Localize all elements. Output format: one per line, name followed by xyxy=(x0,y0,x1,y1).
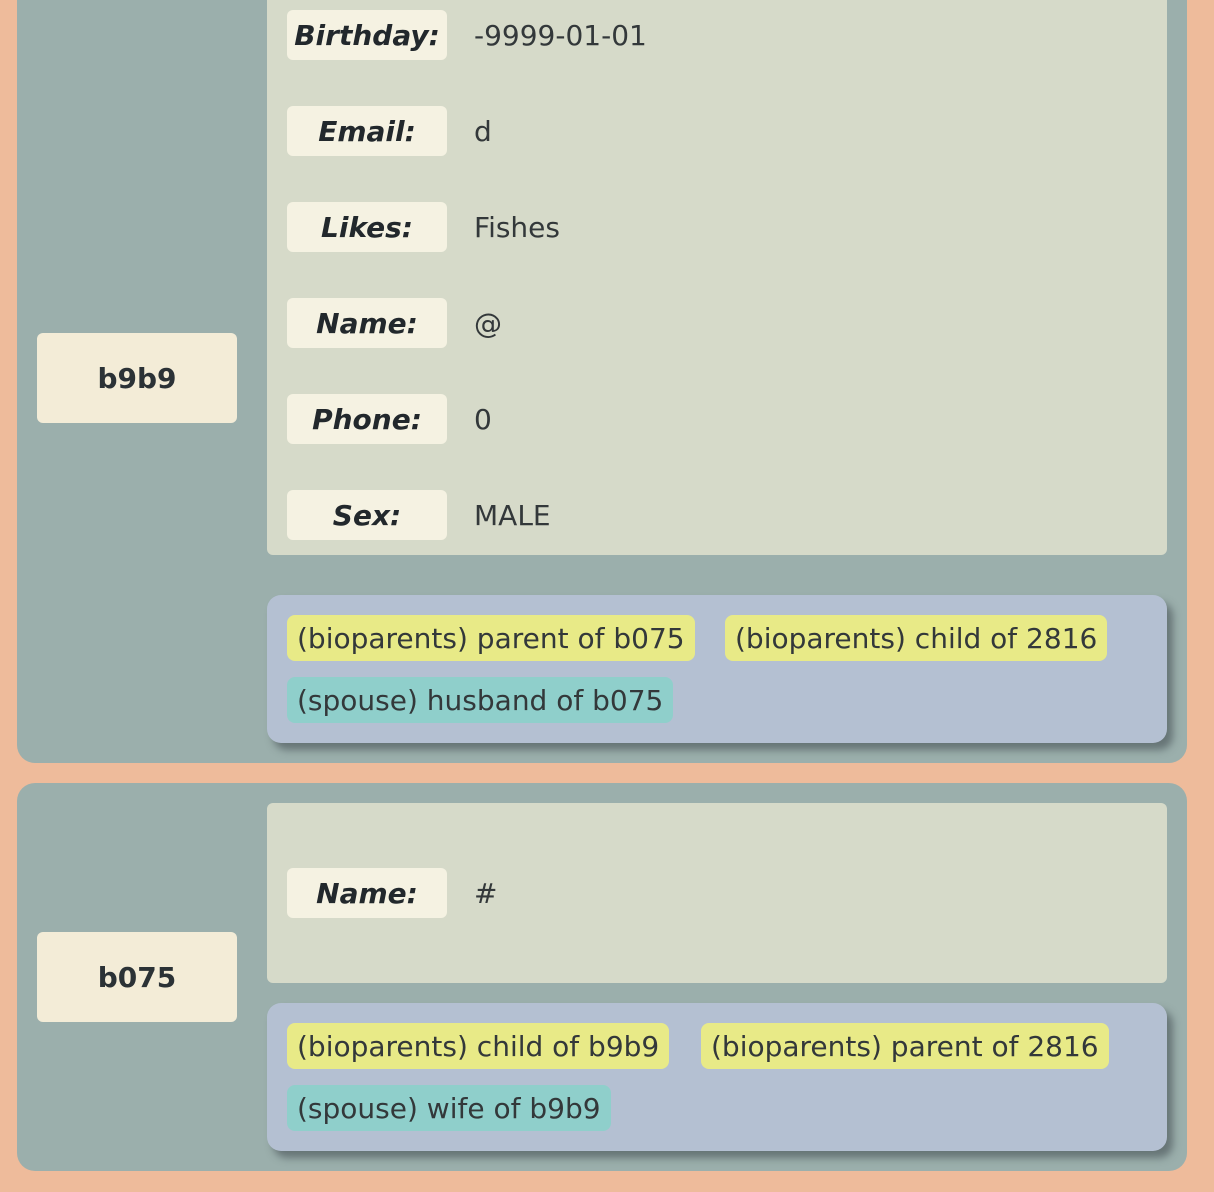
field-value: @ xyxy=(474,306,502,340)
person-fields-panel: Birthday: -9999-01-01 Email: d Likes: Fi… xyxy=(267,0,1167,555)
relation-tag[interactable]: (bioparents) parent of b075 xyxy=(287,615,695,661)
relation-tag[interactable]: (spouse) wife of b9b9 xyxy=(287,1085,611,1131)
relation-tag[interactable]: (bioparents) parent of 2816 xyxy=(701,1023,1109,1069)
relation-tag[interactable]: (bioparents) child of b9b9 xyxy=(287,1023,670,1069)
person-card-b9b9: b9b9 Birthday: -9999-01-01 Email: d Like… xyxy=(17,0,1187,763)
field-value: d xyxy=(474,114,492,148)
relations-panel: (bioparents) child of b9b9 (bioparents) … xyxy=(267,1003,1167,1151)
field-row-sex: Sex: MALE xyxy=(287,490,551,540)
field-label: Birthday: xyxy=(287,10,447,60)
field-label: Name: xyxy=(287,298,447,348)
field-value: Fishes xyxy=(474,210,560,244)
field-label: Likes: xyxy=(287,202,447,252)
field-row-email: Email: d xyxy=(287,106,492,156)
field-label: Sex: xyxy=(287,490,447,540)
field-label: Name: xyxy=(287,868,447,918)
field-row-name: Name: # xyxy=(287,868,497,918)
relations-panel: (bioparents) parent of b075 (bioparents)… xyxy=(267,595,1167,743)
field-row-phone: Phone: 0 xyxy=(287,394,492,444)
field-label: Email: xyxy=(287,106,447,156)
field-value: MALE xyxy=(474,498,551,532)
relation-tag[interactable]: (spouse) husband of b075 xyxy=(287,677,674,723)
person-id-badge[interactable]: b9b9 xyxy=(37,333,237,423)
field-value: -9999-01-01 xyxy=(474,18,647,52)
person-card-b075: b075 Name: # (bioparents) child of b9b9 … xyxy=(17,783,1187,1171)
person-id-badge[interactable]: b075 xyxy=(37,932,237,1022)
field-row-likes: Likes: Fishes xyxy=(287,202,560,252)
field-row-name: Name: @ xyxy=(287,298,502,348)
relation-tag[interactable]: (bioparents) child of 2816 xyxy=(725,615,1108,661)
field-label: Phone: xyxy=(287,394,447,444)
field-value: # xyxy=(474,876,498,910)
field-value: 0 xyxy=(474,402,492,436)
field-row-birthday: Birthday: -9999-01-01 xyxy=(287,10,647,60)
person-fields-panel: Name: # xyxy=(267,803,1167,983)
